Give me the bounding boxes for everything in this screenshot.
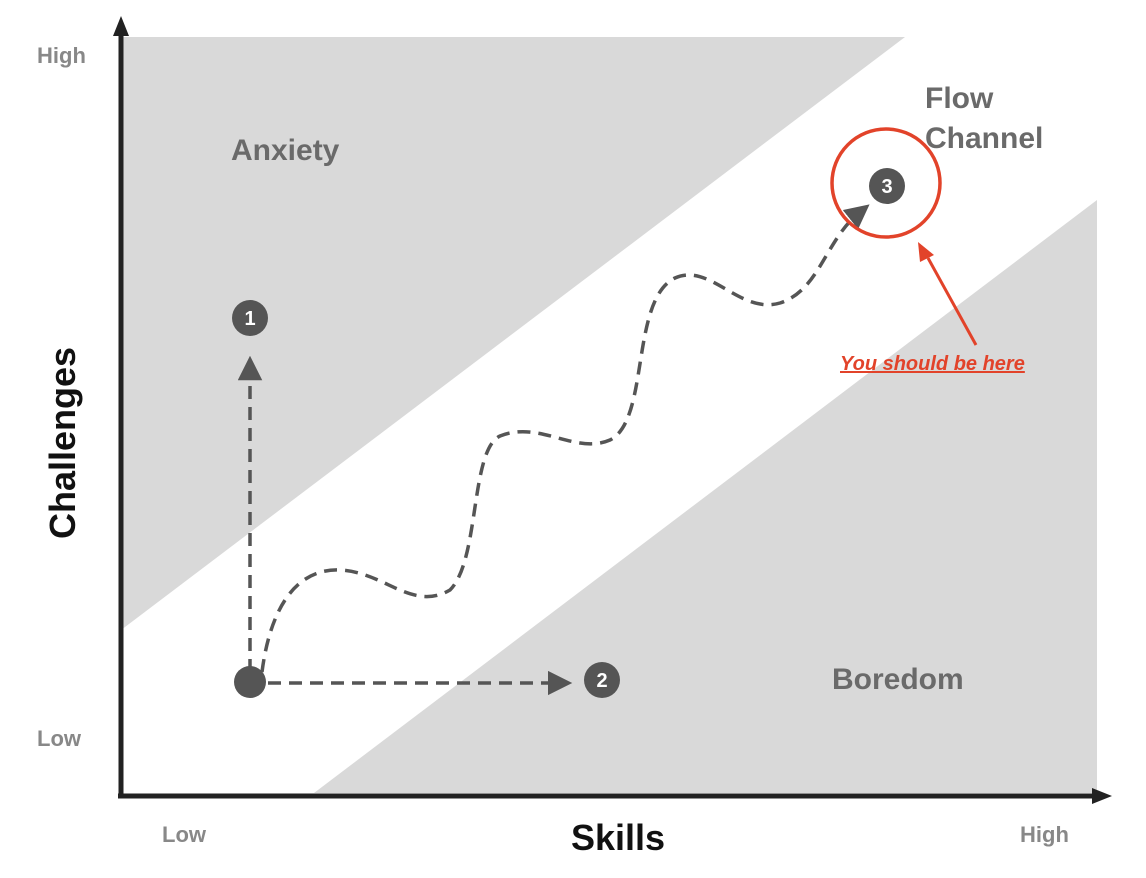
marker-1-label: 1 <box>244 308 255 330</box>
callout-text: You should be here <box>840 353 1025 375</box>
boredom-label: Boredom <box>832 663 964 696</box>
anxiety-zone <box>121 37 905 630</box>
target-ring <box>830 127 942 239</box>
y-axis-title: Challenges <box>42 347 83 539</box>
marker-1-circle <box>232 300 268 336</box>
flow-channel-label-line2: Channel <box>925 122 1043 155</box>
y-high-label: High <box>37 43 86 68</box>
y-axis-arrow <box>113 16 129 36</box>
path-wavy-arrow <box>260 204 870 673</box>
x-high-label: High <box>1020 822 1069 847</box>
marker-2-circle <box>584 662 620 698</box>
x-low-label: Low <box>162 822 207 847</box>
x-axis-title: Skills <box>571 817 665 858</box>
marker-3-circle <box>869 168 905 204</box>
callout-arrow-line <box>926 257 978 346</box>
marker-2-label: 2 <box>596 670 607 692</box>
marker-3-label: 3 <box>881 176 892 198</box>
x-axis-arrow <box>1092 788 1112 804</box>
y-low-label: Low <box>37 726 82 751</box>
boredom-zone <box>314 200 1097 793</box>
flow-channel-label-line1: Flow <box>925 82 994 115</box>
anxiety-label: Anxiety <box>231 134 340 167</box>
callout-arrow-head <box>918 242 934 262</box>
start-point <box>234 666 266 698</box>
